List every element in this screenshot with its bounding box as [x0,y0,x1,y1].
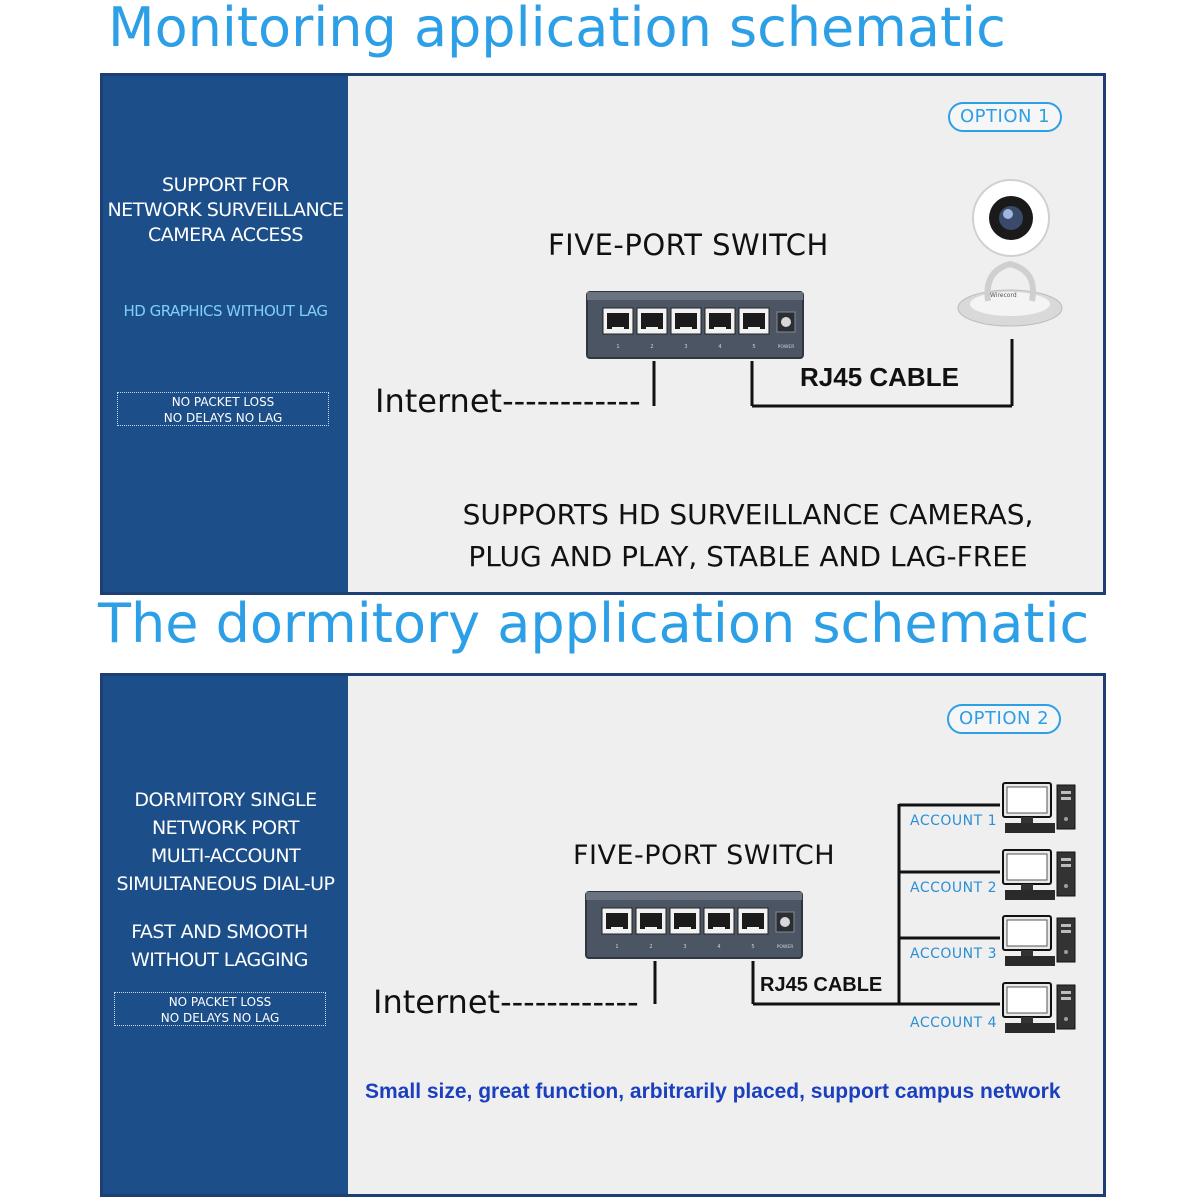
network-switch-icon: 1 2 3 4 5 POWER [585,891,803,959]
monitoring-side-highlight: HD GRAPHICS WITHOUT LAG [123,302,328,320]
rj45-port [636,307,668,335]
power-port [776,311,796,333]
port-number-label: 1 [616,344,619,350]
rj45-cable-label-1: RJ45 CABLE [800,362,959,392]
rj45-port [602,307,634,335]
port-number-label: 2 [649,944,652,950]
account-label-3: ACCOUNT 3 [910,946,998,962]
rj45-port [737,907,769,935]
monitoring-side-title: SUPPORT FOR NETWORK SURVEILLANCE CAMERA … [107,174,344,246]
account-label-2: ACCOUNT 2 [910,880,998,896]
dormitory-side-box: NO PACKET LOSS NO DELAYS NO LAG [114,992,326,1026]
port-number-label: 4 [718,344,721,350]
rj45-port [669,907,701,935]
dormitory-caption: Small size, great function, arbitrarily … [365,1080,1061,1103]
rj45-port [703,907,735,935]
option-2-badge: OPTION 2 [947,704,1062,734]
port-number-label: 5 [752,344,755,350]
camera-brand: Wirecord [990,292,1017,299]
account-label-1: ACCOUNT 1 [910,813,998,829]
port-number-label: 1 [615,944,618,950]
section2-heading: The dormitory application schematic [98,592,1090,655]
power-label: POWER [778,344,795,350]
switch-title-2: FIVE-PORT SWITCH [573,840,836,871]
desktop-computer-icon [1002,982,1076,1033]
connection-lines-2 [653,803,1000,1006]
account-label-4: ACCOUNT 4 [910,1015,998,1031]
switch-title-1: FIVE-PORT SWITCH [548,228,829,262]
desktop-computer-icon [1002,782,1076,833]
power-port [775,911,795,933]
rj45-cable-label-2: RJ45 CABLE [760,974,883,996]
rj45-port [635,907,667,935]
dormitory-side-panel: DORMITORY SINGLE NETWORK PORT MULTI-ACCO… [103,676,348,1194]
dormitory-diagram: OPTION 2 FIVE-PORT SWITCH 1 2 3 4 5 POWER ACC… [348,676,1103,1194]
rj45-port [738,307,770,335]
monitoring-diagram: OPTION 1 FIVE-PORT SWITCH 1 2 3 4 5 POWER Wir… [348,76,1103,592]
desktop-computer-icon [1002,849,1076,900]
port-number-label: 3 [683,944,686,950]
rj45-port [601,907,633,935]
monitoring-panel: SUPPORT FOR NETWORK SURVEILLANCE CAMERA … [100,73,1106,595]
network-switch-icon: 1 2 3 4 5 POWER [586,291,804,359]
monitoring-side-box: NO PACKET LOSS NO DELAYS NO LAG [117,392,329,426]
rj45-port [704,307,736,335]
desktop-computer-icon [1002,915,1076,966]
ip-camera-icon: Wirecord [957,179,1063,327]
dormitory-panel: DORMITORY SINGLE NETWORK PORT MULTI-ACCO… [100,673,1106,1197]
dormitory-side-subtitle: FAST AND SMOOTH WITHOUT LAGGING [131,921,308,971]
power-label: POWER [777,944,794,950]
dormitory-side-title: DORMITORY SINGLE NETWORK PORT MULTI-ACCO… [116,789,335,895]
port-number-label: 4 [717,944,720,950]
internet-label-1: Internet------------ [375,382,641,420]
monitoring-side-panel: SUPPORT FOR NETWORK SURVEILLANCE CAMERA … [103,76,348,592]
port-number-label: 3 [684,344,687,350]
connection-lines-1 [652,339,1014,408]
monitoring-caption: SUPPORTS HD SURVEILLANCE CAMERAS, PLUG A… [462,498,1034,573]
port-number-label: 5 [751,944,754,950]
section1-heading: Monitoring application schematic [108,0,1006,59]
option-1-badge: OPTION 1 [948,102,1063,132]
port-number-label: 2 [650,344,653,350]
rj45-port [670,307,702,335]
internet-label-2: Internet------------ [373,983,639,1021]
